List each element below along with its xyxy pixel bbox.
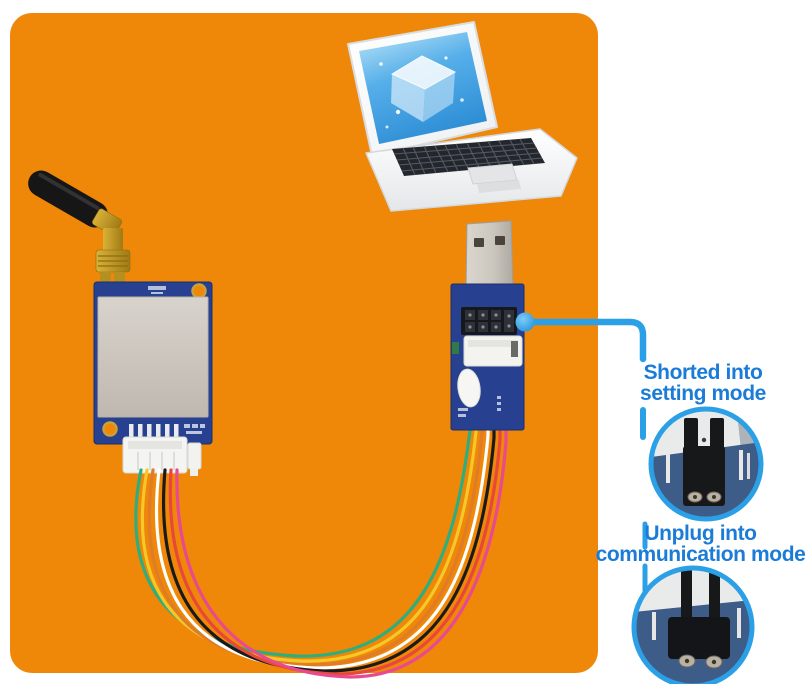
usb-jst-connector: [463, 335, 523, 367]
header-pins: [129, 424, 179, 437]
pin-label-silkscreen: [184, 424, 205, 434]
laptop-illustration: [347, 21, 578, 212]
sma-connector: [95, 228, 131, 288]
setting-mode-line2: setting mode: [640, 382, 766, 405]
antenna: [28, 170, 108, 228]
usb-silkscreen-marks: [458, 396, 501, 417]
laptop-trackpad: [467, 163, 518, 185]
inset-setting-mode: [648, 406, 764, 522]
inset-circle-border: [648, 406, 764, 522]
capacitor: [457, 368, 481, 408]
rf-shield-can: [97, 296, 209, 418]
setting-mode-line1: Shorted into: [643, 361, 763, 384]
rf-module: [28, 170, 213, 476]
trackpad-button: [477, 180, 521, 193]
usb-plug: [465, 220, 514, 294]
communication-mode-label: Unplug into communication mode: [592, 523, 809, 565]
jumper-header-block: [461, 307, 517, 335]
callout-pointer: [515, 312, 648, 594]
communication-mode-line1: Unplug into: [644, 522, 757, 545]
rf-jst-connector: [122, 436, 202, 476]
smd-component: [452, 342, 459, 354]
jumper-cap: [683, 418, 725, 506]
mounting-hole: [191, 283, 207, 299]
mounting-hole: [102, 421, 118, 437]
setting-mode-label: Shorted into setting mode: [597, 362, 809, 404]
usb-adapter: [450, 220, 525, 431]
silkscreen-marks: [148, 286, 166, 294]
bare-jumper-pins: [668, 570, 730, 659]
usb-plug-slot: [474, 238, 484, 247]
screen-cube-icon: [379, 55, 464, 129]
inset-communication-mode: [631, 565, 755, 684]
pointer-dot: [515, 312, 535, 332]
wire-harness: [134, 370, 508, 679]
usb-plug-slot: [495, 236, 505, 245]
communication-mode-line2: communication mode: [595, 543, 806, 566]
inset-circle-border: [631, 565, 755, 684]
pointer-line: [529, 318, 647, 363]
keyboard-key-lines: [393, 138, 543, 176]
